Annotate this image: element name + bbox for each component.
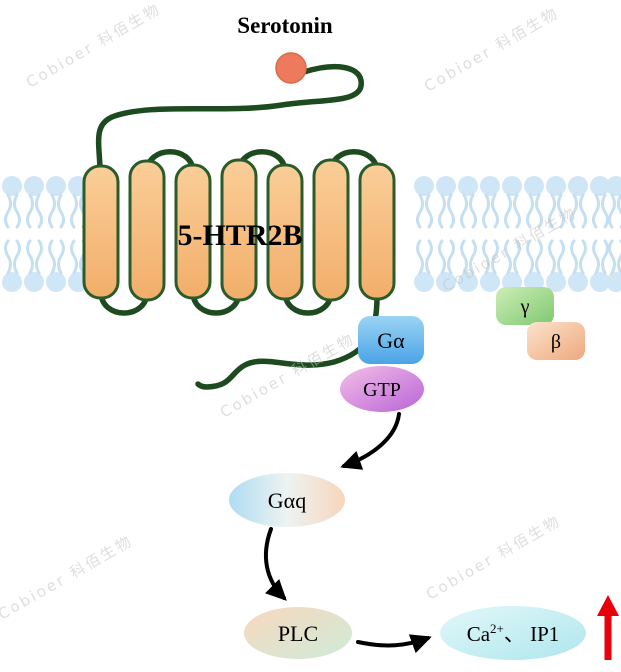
plc-enzyme: [244, 607, 352, 659]
ca-superscript: 2+: [490, 621, 504, 636]
watermark: Cobioer 科佰生物: [217, 330, 358, 422]
n-terminus-loop: [95, 64, 364, 171]
g-alpha-subunit: [358, 316, 424, 364]
serotonin-ligand: [275, 52, 307, 84]
watermark: Cobioer 科佰生物: [423, 512, 564, 604]
tm-helix: [358, 162, 396, 301]
arrow-plc-to-output: [356, 634, 432, 654]
watermark: Cobioer 科佰生物: [0, 532, 136, 624]
watermark: Cobioer 科佰生物: [421, 4, 562, 96]
watermark: Cobioer 科佰生物: [23, 0, 164, 91]
beta-subunit: [527, 322, 585, 360]
gaq-label: Gαq: [268, 488, 306, 513]
gtp-label: GTP: [363, 379, 401, 401]
gbeta-gamma-complex: γ β: [496, 287, 585, 360]
ca-text: Ca: [467, 622, 491, 646]
increase-arrow-head: [597, 595, 619, 616]
gtp-molecule: [340, 366, 424, 412]
tm-helix: [82, 164, 120, 300]
plc-label: PLC: [278, 621, 318, 646]
arrow-gtp-to-gaq: [340, 412, 401, 470]
tm-helix: [220, 158, 258, 302]
ca-ip1-output: [440, 606, 586, 660]
signal-arrows: [263, 412, 432, 654]
serotonin-label: Serotonin: [237, 13, 333, 38]
ca-ip1-label: Ca2+、 IP1: [467, 621, 560, 646]
tm-helix: [266, 163, 304, 301]
ip1-text: 、 IP1: [504, 622, 559, 646]
gamma-label: γ: [520, 296, 530, 318]
receptor-label: 5-HTR2B: [177, 219, 302, 252]
tm-helix: [174, 163, 212, 300]
g-alpha-label: Gα: [377, 328, 405, 353]
watermarks: Cobioer 科佰生物 Cobioer 科佰生物 Cobioer 科佰生物 C…: [0, 0, 580, 623]
receptor-helices: [82, 158, 396, 302]
tm-helix: [312, 158, 350, 302]
beta-label: β: [551, 331, 561, 353]
gamma-subunit: [496, 287, 554, 325]
tm-helix: [128, 159, 166, 302]
gaq-protein: [229, 473, 345, 527]
arrow-gaq-to-plc: [263, 527, 287, 601]
increase-arrow: [597, 595, 619, 660]
